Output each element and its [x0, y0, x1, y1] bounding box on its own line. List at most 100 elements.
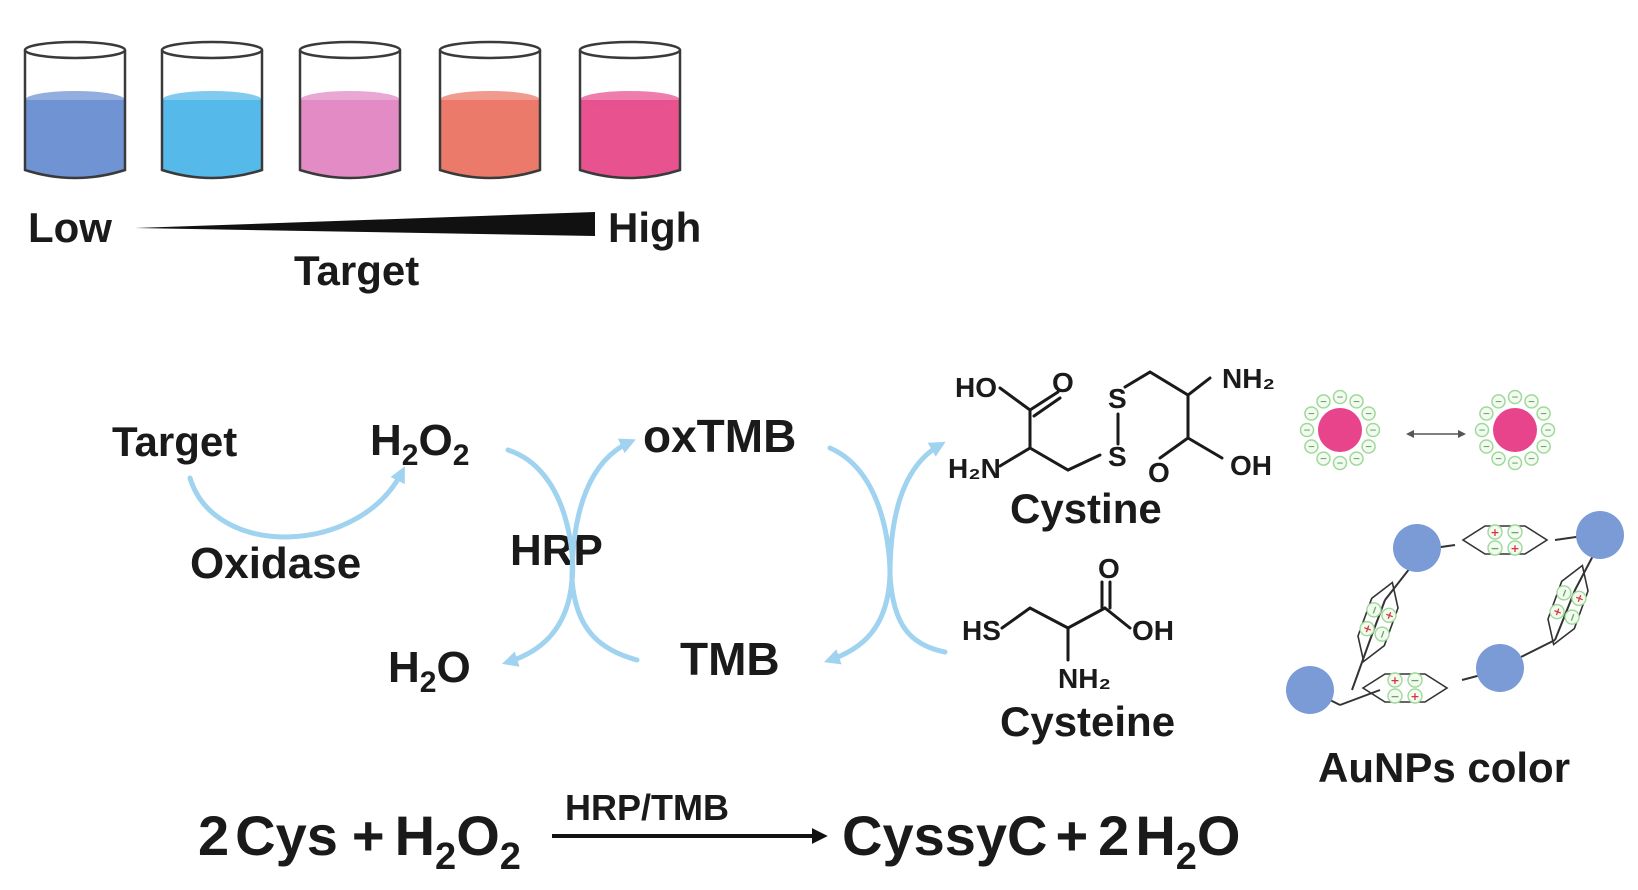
beaker-rim: [438, 40, 542, 60]
linker-ion-sign: −: [1375, 628, 1390, 641]
linker-ion: [1507, 540, 1523, 556]
cystine-h2n: H₂N: [948, 453, 1001, 484]
shell-ligand: [1304, 439, 1319, 454]
shell-charge: −: [1495, 455, 1503, 465]
cys-left-bottom-arrow: [823, 572, 893, 665]
linker-outline: [1547, 564, 1589, 646]
linker-ion: [1407, 688, 1423, 704]
catalyst-label: HRP/TMB: [565, 787, 729, 828]
linker-ion: [1487, 540, 1503, 556]
linker-ion: [1366, 602, 1382, 618]
shell-charge: −: [1336, 459, 1344, 469]
charge-pair-linker: +−−+: [1361, 672, 1449, 704]
linker-ion-sign: −: [1557, 586, 1572, 599]
shell-ligand: [1507, 389, 1523, 405]
shell-ligand: [1304, 406, 1319, 421]
h2o2-label: H2O2: [370, 416, 469, 472]
aunp-aggregated-particle: [1393, 524, 1441, 572]
linker-ion-sign: +: [1572, 592, 1587, 605]
shell-charge: −: [1365, 443, 1373, 453]
target-label: Target: [112, 418, 237, 465]
aunp-core: [1493, 408, 1537, 452]
cysteine-bonds: [1000, 580, 1132, 662]
linker-ion-sign: +: [1510, 542, 1519, 555]
linker-ion: [1549, 603, 1565, 620]
shell-ligand: [1479, 439, 1494, 454]
aggregated-aunps: [1286, 511, 1624, 714]
shell-ligand: [1349, 394, 1364, 409]
dispersed-aunp-right: −−−−−−−−−−−−: [1474, 389, 1556, 471]
product-term: CyssyC: [842, 804, 1047, 867]
cystine-nh2: NH₂: [1222, 363, 1275, 394]
oxidase-label: Oxidase: [190, 539, 361, 588]
linker-ion: [1407, 672, 1423, 688]
aunps-caption: AuNPs color: [1318, 744, 1570, 791]
aunp-aggregated-particle: [1476, 644, 1524, 692]
shell-charge: −: [1369, 426, 1377, 436]
plus-2: +: [1055, 804, 1088, 867]
concentration-wedge: [135, 212, 595, 236]
linker-ion-sign: +: [1410, 690, 1419, 703]
beaker-liquid-surface: [162, 91, 262, 109]
shell-ligand: [1316, 451, 1331, 466]
linker-ion-sign: +: [1550, 605, 1565, 618]
linker-ion: [1571, 590, 1587, 607]
oxtmb-label: oxTMB: [643, 410, 796, 462]
shell-ligand: [1349, 451, 1364, 466]
cys-left-top-arc: [827, 445, 893, 578]
linker-ion: [1381, 607, 1397, 624]
linker-ion: [1487, 524, 1503, 540]
linker-ion: [1387, 672, 1403, 688]
shell-charge: −: [1528, 397, 1536, 407]
shell-charge: −: [1353, 455, 1361, 465]
linker-ion-sign: −: [1390, 690, 1399, 703]
beaker-2: [160, 40, 264, 180]
shell-charge: −: [1540, 410, 1548, 420]
beaker-glass: [160, 50, 264, 180]
beaker-glass: [578, 50, 682, 180]
shell-ligand: [1536, 406, 1551, 421]
plus-1: +: [352, 804, 385, 867]
aunp-aggregated-particle: [1576, 511, 1624, 559]
cysteine-name: Cysteine: [1000, 698, 1175, 745]
cys-right-bottom-arc: [887, 572, 948, 655]
hrp-left-bottom-arrow: [501, 577, 575, 667]
target-axis-label: Target: [294, 247, 419, 294]
linker-ion-sign: −: [1490, 542, 1499, 555]
linker-outline: [1461, 525, 1549, 555]
tmb-label: TMB: [680, 633, 780, 685]
shell-charge: −: [1483, 410, 1491, 420]
charge-pair-linker: +−−+: [1461, 524, 1549, 556]
h2o-label: H2O: [388, 643, 471, 699]
shell-ligand: [1365, 422, 1381, 438]
beaker-rim: [298, 40, 402, 60]
charge-linkers: +−−++−−++−−++−−+: [1357, 524, 1589, 704]
linker-ion: [1359, 620, 1375, 637]
beaker-liquid-surface: [440, 91, 540, 109]
shell-charge: −: [1303, 426, 1311, 436]
beaker-glass: [438, 50, 542, 180]
linker-ion-sign: +: [1390, 674, 1399, 687]
beaker-rim: [23, 40, 127, 60]
aunps-panel: −−−−−−−−−−−− −−−−−−−−−−−− +−−++−−++−−++−…: [1286, 389, 1624, 791]
charge-pair-linker: +−−+: [1547, 564, 1589, 646]
linker-ion: [1374, 626, 1390, 642]
shell-ligand: [1524, 394, 1539, 409]
cystine-ho: HO: [955, 372, 997, 403]
low-label: Low: [28, 204, 112, 251]
shell-ligand: [1361, 439, 1376, 454]
linker-outline: [1361, 673, 1449, 703]
cysteine-structure: HS O OH NH₂ Cysteine: [962, 553, 1175, 745]
hrp-right-top-arrow: [569, 438, 636, 583]
oxidase-arrow: [187, 466, 405, 540]
aunp-aggregated-particle: [1286, 666, 1334, 714]
dispersed-aunp-left: −−−−−−−−−−−−: [1299, 389, 1381, 471]
cys-right-top-arrow: [887, 441, 946, 578]
shell-ligand: [1536, 439, 1551, 454]
beaker-rim: [160, 40, 264, 60]
cystine-structure: HO O H₂N S S NH₂ O OH Cystine: [948, 363, 1275, 532]
cystine-bonds: [998, 370, 1224, 472]
shell-charge: −: [1365, 410, 1373, 420]
linker-ion-sign: −: [1565, 611, 1580, 624]
cystine-name: Cystine: [1010, 485, 1162, 532]
